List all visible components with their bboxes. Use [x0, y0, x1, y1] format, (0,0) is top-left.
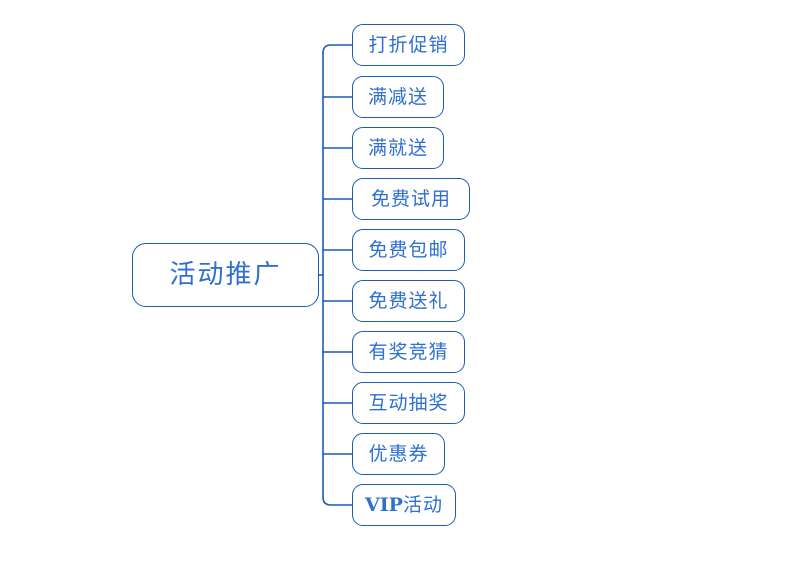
mindmap-child-node[interactable]: 满减送 — [352, 76, 444, 118]
mindmap-child-label: 打折促销 — [368, 33, 449, 56]
mindmap-root-node[interactable]: 活动推广 — [132, 243, 319, 307]
mindmap-child-label: 满减送 — [367, 85, 428, 108]
mindmap-child-node[interactable]: 优惠券 — [352, 433, 445, 475]
mindmap-child-node[interactable]: 满就送 — [352, 127, 444, 169]
mindmap-child-label: 免费送礼 — [368, 289, 449, 312]
label-latin-part: VIP — [365, 493, 403, 516]
connector-branch — [322, 496, 353, 506]
mindmap-root-label: 活动推广 — [169, 260, 282, 290]
mindmap-child-node[interactable]: 免费送礼 — [352, 280, 465, 322]
mindmap-child-label: 互动抽奖 — [368, 391, 449, 414]
mindmap-child-label: 有奖竞猜 — [368, 340, 449, 363]
mindmap-child-node[interactable]: 互动抽奖 — [352, 382, 465, 424]
mindmap-child-node[interactable]: 打折促销 — [352, 24, 465, 66]
connector-branch — [322, 44, 353, 54]
mindmap-child-node[interactable]: 有奖竞猜 — [352, 331, 465, 373]
mindmap-child-label: 免费试用 — [370, 187, 451, 210]
mindmap-child-label: 免费包邮 — [368, 238, 449, 261]
mindmap-child-label: 优惠券 — [368, 442, 429, 465]
label-cjk-part: 活动 — [402, 493, 443, 516]
mindmap-child-node[interactable]: 免费试用 — [352, 178, 470, 220]
mindmap-child-label: 满就送 — [367, 136, 428, 159]
mindmap-child-node[interactable]: VIP活动 — [352, 484, 456, 526]
mindmap-child-node[interactable]: 免费包邮 — [352, 229, 465, 271]
mindmap-child-label: VIP活动 — [365, 493, 443, 516]
